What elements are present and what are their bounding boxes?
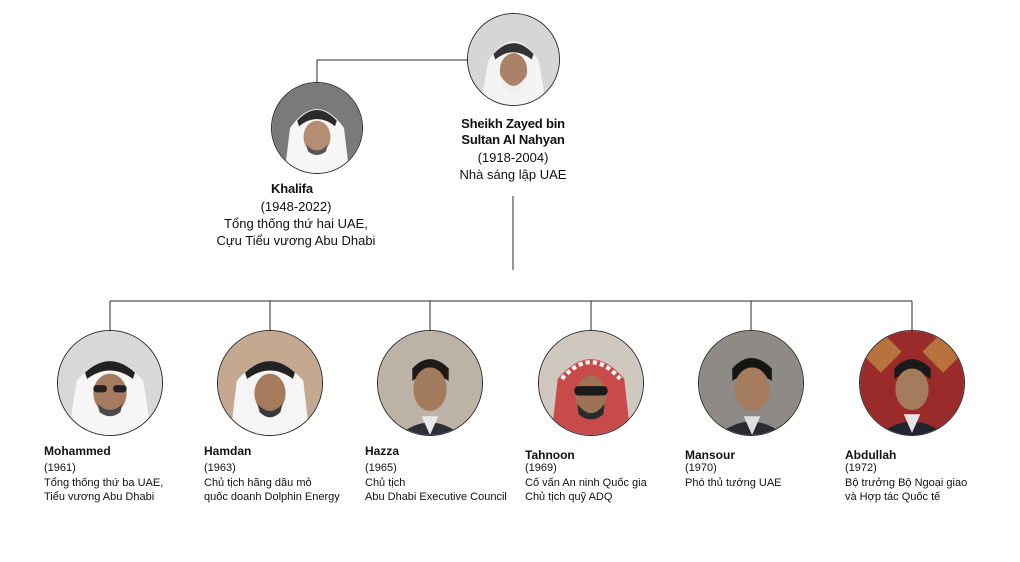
abdullah-portrait [859,330,965,436]
mansour-portrait [698,330,804,436]
hazza-years: (1965) [365,462,397,474]
founder-to-khalifa-line [316,59,467,82]
abdullah-role-line1: Bộ trưởng Bộ Ngoại giao [845,477,968,489]
founder-role: Nhà sáng lập UAE [459,167,567,182]
khalifa-years: (1948-2022) [260,199,332,214]
mansour-years: (1970) [685,462,717,474]
tahnoon-portrait [538,330,644,436]
hamdan-years: (1963) [204,462,236,474]
hazza-portrait [377,330,483,436]
khalifa-portrait [271,82,363,174]
tahnoon-role-line1: Cố vấn An ninh Quốc gia [525,477,647,489]
mohammed-name: Mohammed [44,444,111,458]
hamdan-role-line1: Chủ tịch hãng dầu mỏ [204,477,312,489]
mohammed-years: (1961) [44,462,76,474]
abdullah-years: (1972) [845,462,877,474]
khalifa-role-line1: Tổng thống thứ hai UAE, [224,216,368,231]
founder-name-line2: Sultan Al Nahyan [461,132,565,147]
hazza-name: Hazza [365,444,400,458]
mansour-name: Mansour [685,448,736,462]
tahnoon-name: Tahnoon [525,448,575,462]
hazza-role-line1: Chủ tịch [365,477,406,489]
khalifa-role-line2: Cựu Tiểu vương Abu Dhabi [216,233,376,248]
khalifa-name: Khalifa [271,181,313,196]
founder-years: (1918-2004) [477,150,549,165]
tahnoon-years: (1969) [525,462,557,474]
mansour-role-line1: Phó thủ tướng UAE [685,477,782,489]
mohammed-portrait [57,330,163,436]
abdullah-name: Abdullah [845,448,897,462]
hamdan-name: Hamdan [204,444,252,458]
abdullah-role-line2: và Hợp tác Quốc tế [845,491,941,503]
hamdan-portrait [217,330,323,436]
mohammed-role-line2: Tiểu vương Abu Dhabi [44,491,155,503]
hazza-role-line2: Abu Dhabi Executive Council [365,491,507,503]
tahnoon-role-line2: Chủ tịch quỹ ADQ [525,491,613,503]
mohammed-role-line1: Tổng thống thứ ba UAE, [44,477,164,489]
founder-name-line1: Sheikh Zayed bin [461,116,565,131]
hamdan-role-line2: quốc doanh Dolphin Energy [204,491,340,503]
founder-portrait [467,13,560,106]
